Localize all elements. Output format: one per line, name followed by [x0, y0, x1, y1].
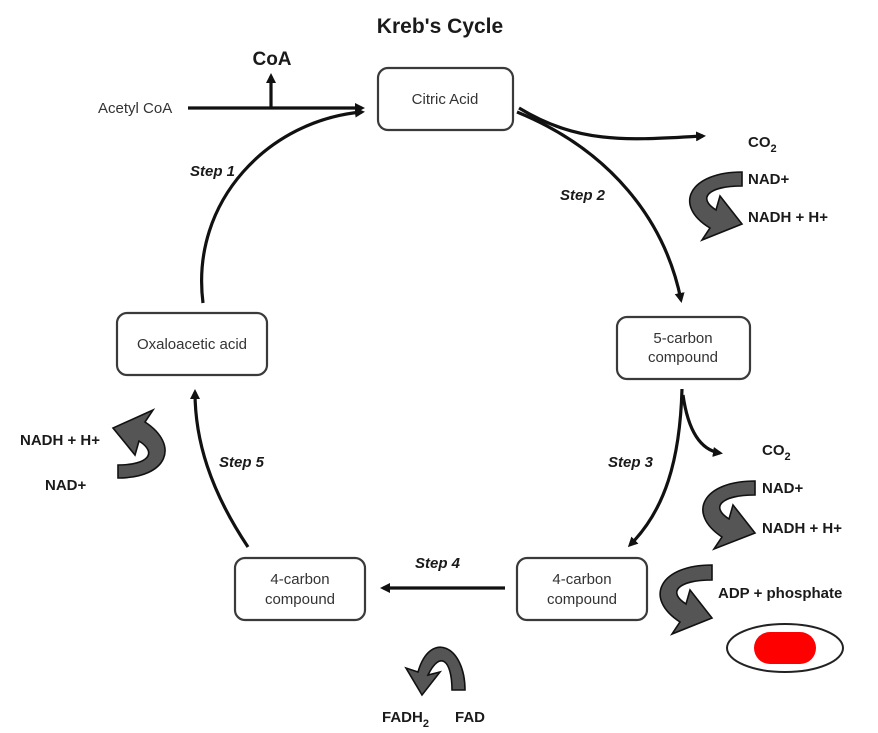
step5-curl-arrow-icon	[111, 408, 166, 479]
co2-branch-arrow-1	[518, 106, 706, 142]
co2-branch-arrow-2	[681, 394, 723, 457]
step1-arrow	[200, 107, 365, 304]
step3-nad-label: NAD+	[762, 480, 803, 497]
four-carbon-right-label-line2: compound	[547, 591, 617, 608]
step4-curl-arrow-icon	[404, 646, 466, 697]
step3-co2-label: CO2	[762, 442, 791, 463]
step5-label: Step 5	[219, 454, 265, 471]
acetyl-coa-label: Acetyl CoA	[98, 100, 172, 117]
step5-arrow	[190, 389, 250, 548]
step2-nadh-label: NADH + H+	[748, 209, 828, 226]
step3-label: Step 3	[608, 454, 654, 471]
four-carbon-left-label-line1: 4-carbon	[270, 571, 329, 588]
fadh2-label: FADH2	[382, 709, 429, 730]
step4-label: Step 4	[415, 555, 461, 572]
four-carbon-right-label-line1: 4-carbon	[552, 571, 611, 588]
five-carbon-box: 5-carbon compound	[615, 315, 752, 381]
adp-phosphate-label: ADP + phosphate	[718, 585, 842, 602]
step1-label: Step 1	[190, 163, 235, 180]
oxaloacetic-acid-box: Oxaloacetic acid	[115, 311, 269, 377]
atp-capsule	[754, 632, 816, 664]
step2-curl-arrow-icon	[689, 171, 744, 242]
citric-acid-box: Citric Acid	[376, 66, 515, 132]
step5-nad-label: NAD+	[45, 477, 86, 494]
step2-co2-label: CO2	[748, 134, 777, 155]
step2-arrow	[516, 110, 685, 303]
adp-curl-arrow-icon	[659, 564, 714, 636]
step2-nad-label: NAD+	[748, 171, 789, 188]
five-carbon-label-line1: 5-carbon	[653, 330, 712, 347]
step3-arrow	[627, 388, 684, 548]
four-carbon-left-box: 4-carbon compound	[233, 556, 367, 622]
four-carbon-left-label-line2: compound	[265, 591, 335, 608]
step2-label: Step 2	[560, 187, 606, 204]
citric-acid-label: Citric Acid	[412, 91, 479, 108]
fad-label: FAD	[455, 709, 485, 726]
coa-label: CoA	[252, 49, 291, 70]
oxaloacetic-acid-label: Oxaloacetic acid	[137, 336, 247, 353]
five-carbon-label-line2: compound	[648, 349, 718, 366]
step3-nadh-label: NADH + H+	[762, 520, 842, 537]
diagram-title: Kreb's Cycle	[377, 15, 503, 38]
step3-curl-arrow-icon	[702, 480, 757, 551]
four-carbon-right-box: 4-carbon compound	[515, 556, 649, 622]
step5-nadh-label: NADH + H+	[20, 432, 100, 449]
